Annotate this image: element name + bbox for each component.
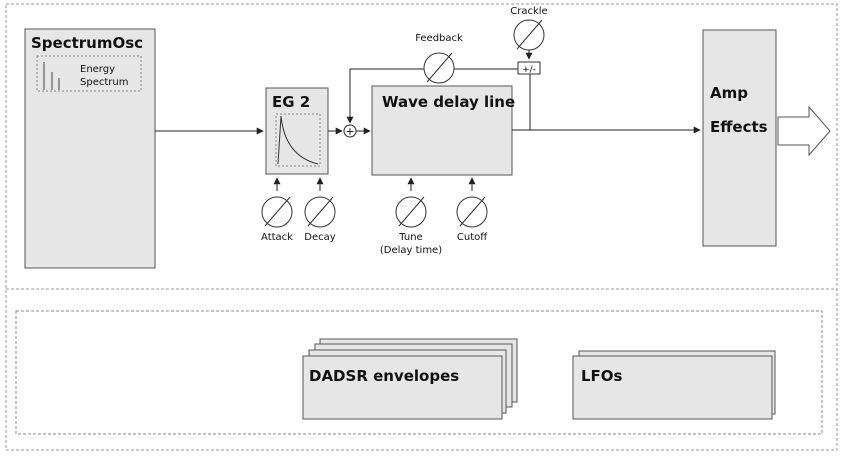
feedback-label: Feedback: [415, 33, 463, 44]
lfos-stack: [572, 350, 776, 420]
modulators-panel: [15, 310, 823, 435]
wave-delay-line-title: Wave delay line: [382, 93, 515, 111]
attack-label: Attack: [261, 232, 293, 243]
eg2-curve-box: [275, 113, 321, 167]
envelope-curve-icon: [277, 115, 319, 165]
eg2-title: EG 2: [272, 93, 310, 111]
eg2-block: [265, 87, 329, 175]
tune-label: Tune: [398, 232, 422, 243]
mix-symbol: +/-: [522, 65, 536, 75]
amp-effects-block: [702, 29, 777, 247]
cutoff-knob-pointer-icon: [459, 196, 486, 227]
dadsr-envelopes-stack: [302, 338, 518, 420]
energy-spectrum-box: [36, 55, 142, 92]
energy-spectrum-label-line2: Spectrum: [80, 77, 128, 88]
lfos-label: LFOs: [581, 367, 623, 385]
tune-sublabel: (Delay time): [380, 245, 442, 256]
decay-label: Decay: [304, 232, 335, 243]
mix-box: [517, 61, 541, 75]
decay-knob-pointer-icon: [307, 196, 334, 227]
sum-symbol: +: [345, 125, 354, 138]
attack-knob-pointer-icon: [264, 196, 291, 227]
dadsr-envelopes-label: DADSR envelopes: [309, 367, 459, 385]
feedback-knob-pointer-icon: [426, 52, 453, 83]
spectrum-bars-icon: [43, 62, 60, 90]
energy-spectrum-label-line1: Energy: [80, 64, 115, 75]
tune-knob-pointer-icon: [398, 196, 425, 227]
outer-frame: [5, 3, 838, 451]
crackle-label: Crackle: [510, 6, 547, 17]
spectrum-osc-block: [24, 28, 156, 269]
cutoff-label: Cutoff: [457, 232, 488, 243]
output-arrow-icon: [777, 105, 831, 157]
effects-label: Effects: [710, 118, 768, 136]
amp-label: Amp: [710, 84, 748, 102]
spectrum-osc-title: SpectrumOsc: [31, 34, 143, 52]
wave-delay-line-block: [371, 85, 513, 176]
crackle-knob-pointer-icon: [516, 19, 543, 50]
